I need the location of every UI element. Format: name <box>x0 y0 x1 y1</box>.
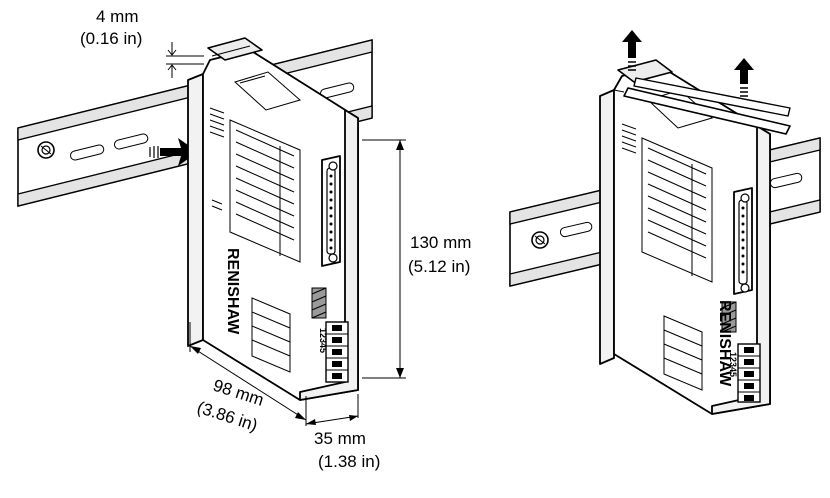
arrow-up-icon-2 <box>734 58 754 97</box>
dimension-width <box>305 394 359 425</box>
left-illustration: RENISHAW 12345 4 mm (0.16 in) 130 mm (5.… <box>17 7 471 471</box>
dimension-height <box>362 139 406 379</box>
terminal-numbers-right: 12345 <box>728 352 738 377</box>
height-mm-label: 130 mm <box>410 233 471 252</box>
gap-mm-label: 4 mm <box>96 7 139 26</box>
width-mm-label: 35 mm <box>314 429 366 448</box>
height-in-label: (5.12 in) <box>408 257 470 276</box>
dimension-gap <box>166 42 204 78</box>
right-illustration: RENISHAW 12345 <box>509 30 821 415</box>
gap-in-label: (0.16 in) <box>80 29 142 48</box>
terminal-numbers-left: 12345 <box>318 328 328 353</box>
interface-unit-right <box>599 59 771 415</box>
screwdriver-icon <box>613 77 791 135</box>
d-sub-connector-right <box>733 187 753 295</box>
dimension-depth <box>189 322 307 426</box>
terminal-block-right <box>737 343 761 403</box>
arrow-up-icon <box>622 30 642 71</box>
d-sub-connector <box>321 155 341 267</box>
brand-logo-left: RENISHAW <box>224 248 241 335</box>
terminal-block <box>325 321 349 383</box>
interface-unit-left <box>187 37 359 401</box>
brand-logo-right: RENISHAW <box>716 300 733 387</box>
width-in-label: (1.38 in) <box>318 452 380 471</box>
push-arrow-icon <box>149 138 198 166</box>
